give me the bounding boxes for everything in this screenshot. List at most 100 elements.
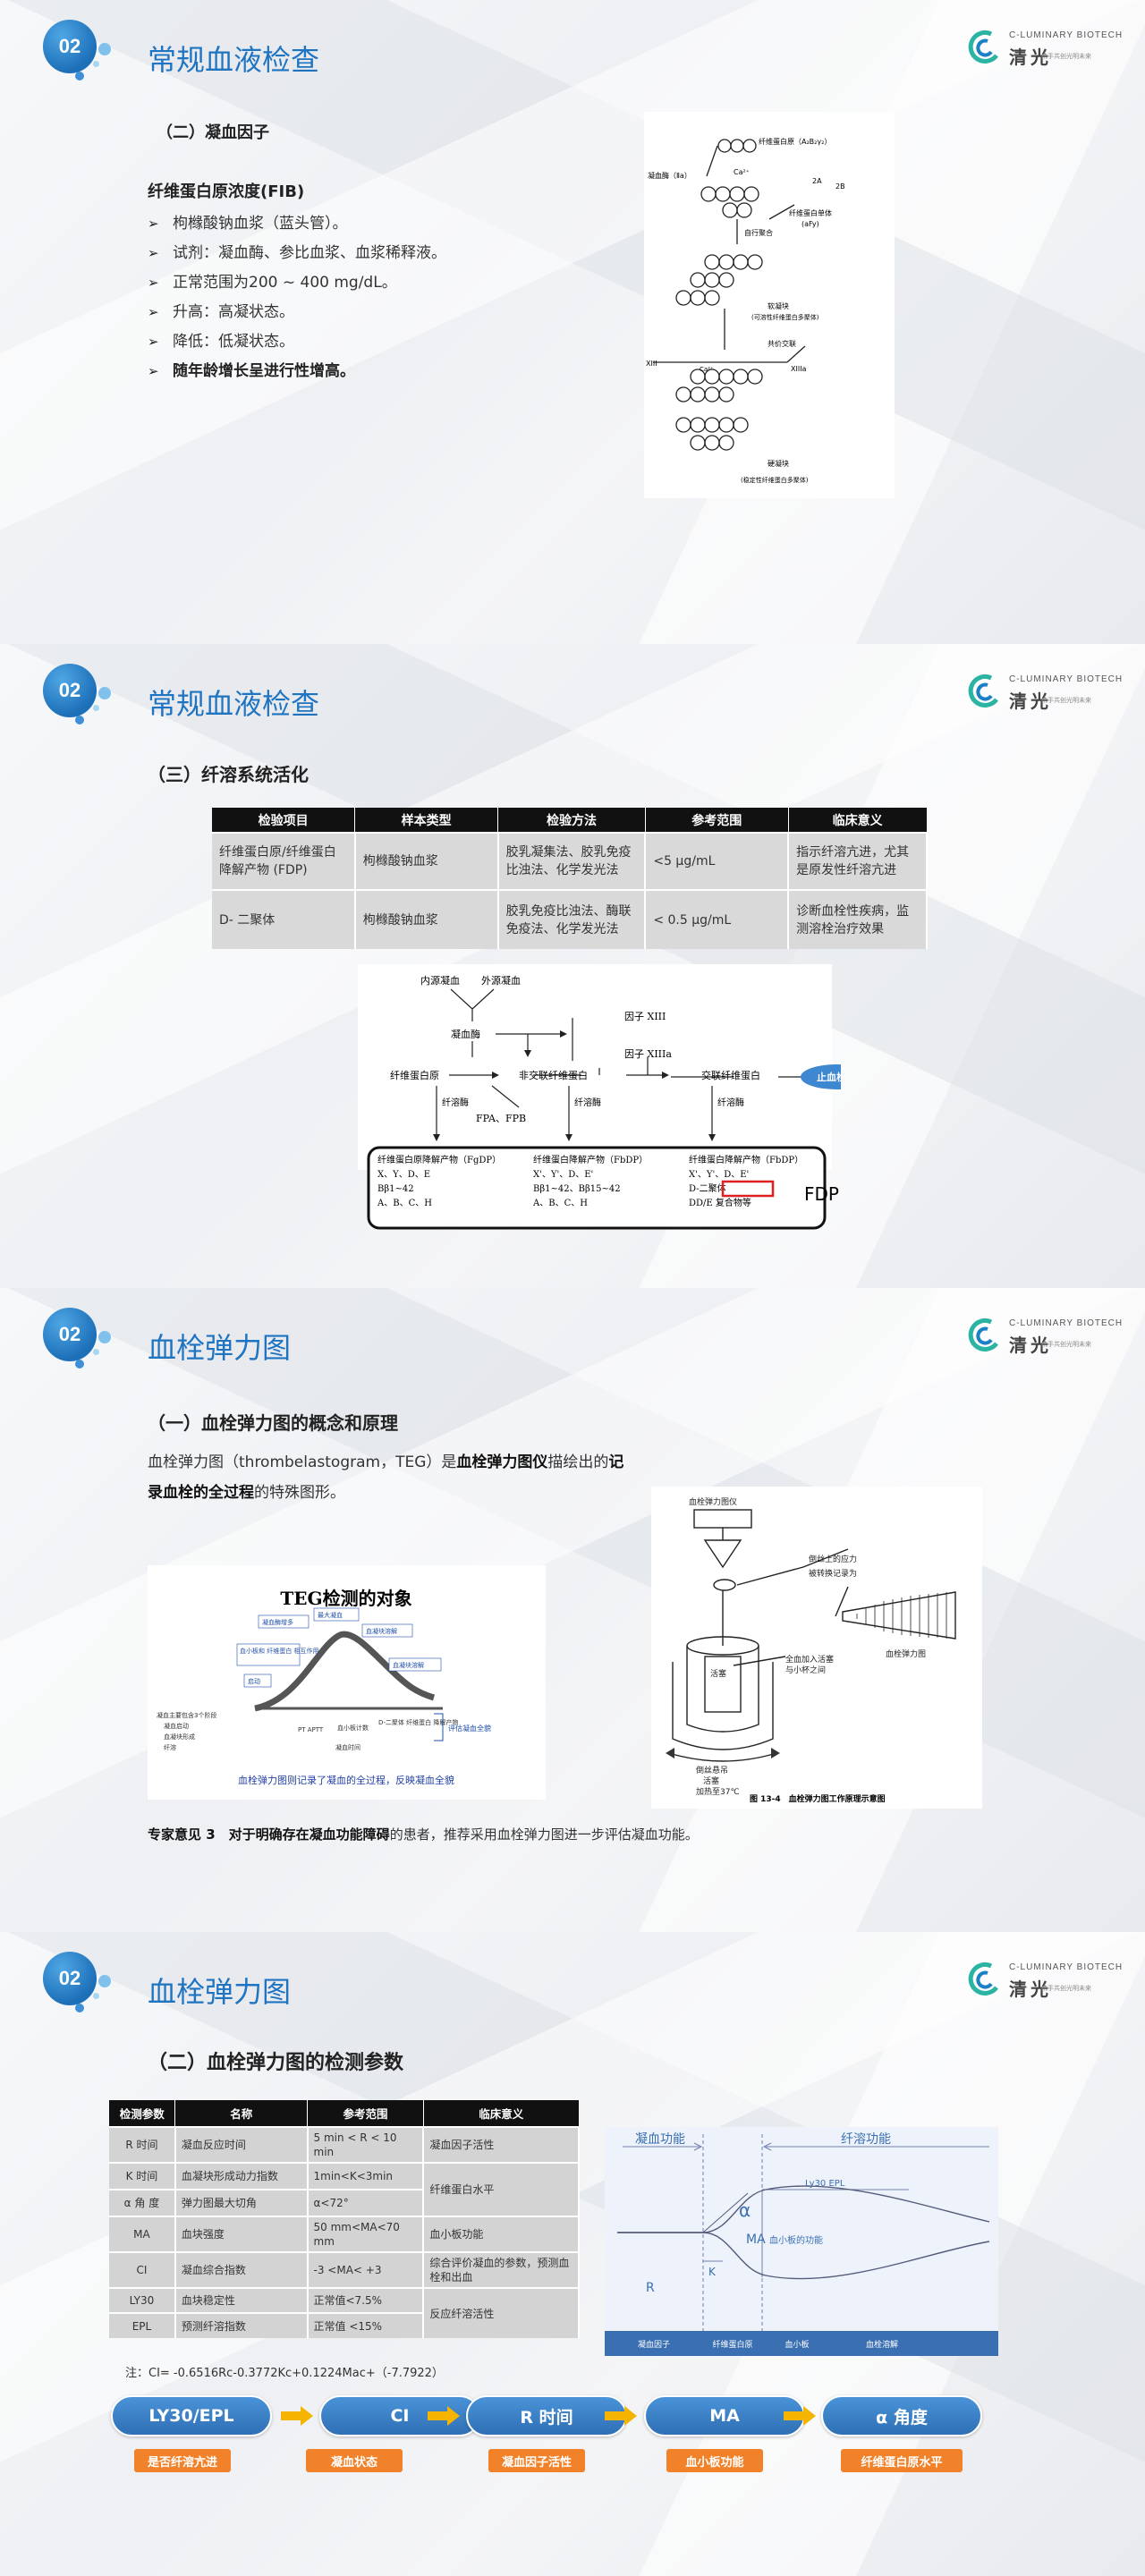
teg-bottom: 血小板计数 xyxy=(337,1724,369,1732)
cell: 预测纤溶指数 xyxy=(174,2312,309,2338)
dg-col2: 纤维蛋白降解产物（FbDP） xyxy=(533,1154,648,1165)
dg-plasmin: 纤溶酶 xyxy=(717,1097,744,1108)
cell: MA xyxy=(109,2216,176,2252)
cell: 血小板功能 xyxy=(423,2216,580,2252)
curve-ma: MA xyxy=(746,2233,766,2247)
fig-soft-clot: 软凝块 xyxy=(768,301,789,310)
subheading: （一）血栓弹力图的概念和原理 xyxy=(148,1412,398,1434)
logo-en: C-LUMINARY BIOTECH xyxy=(1009,1962,1124,1972)
fig-top-label: 纤维蛋白原（A₂B₂γ₂） xyxy=(759,137,831,146)
logo-mark-icon xyxy=(968,1318,999,1352)
flow-tag: 凝血因子活性 xyxy=(488,2449,585,2472)
app-lbl: 加热至37℃ xyxy=(696,1786,740,1797)
teg-apparatus-figure: 血栓弹力图仪 倒丝上的应力 被转换记录为 血栓弹力图 全血加入活塞 与小杯之间 … xyxy=(651,1487,982,1809)
intro-bold: 血栓弹力图仪 xyxy=(456,1453,548,1471)
intro-text: 的特殊图形。 xyxy=(254,1484,345,1502)
teg-bottom: 凝血时间 xyxy=(335,1743,360,1751)
fig-monomer-sub: (aFy) xyxy=(802,220,819,228)
flow-tag: 凝血状态 xyxy=(306,2449,403,2472)
fig-hard-clot: 硬凝块 xyxy=(768,459,789,468)
slide-title: 常规血液检查 xyxy=(148,43,320,77)
ci-formula-note: 注：CI= -0.6516Rc-0.3772Kc+0.1224Mac+（-7.7… xyxy=(125,2367,444,2380)
intro-text: 血栓弹力图（thrombelastogram，TEG）是 xyxy=(148,1453,457,1471)
logo-tagline: 携手共创光明未来 xyxy=(1041,1985,1091,1992)
cell: 综合评价凝血的参数，预测血栓和出血 xyxy=(423,2251,580,2288)
app-lbl: 与小杯之间 xyxy=(785,1665,826,1675)
flow-arrow-icon xyxy=(428,2406,460,2426)
fib-info: 纤维蛋白原浓度(FIB) 枸橼酸钠血浆（蓝头管）。 试剂：凝血酶、参比血浆、血浆… xyxy=(148,179,523,386)
section-number: 02 xyxy=(43,1952,97,2005)
teg-lbl: 凝血酶增多 xyxy=(262,1618,293,1626)
logo-cn: 清光 xyxy=(1009,691,1052,712)
table-row: R 时间 凝血反应时间 5 min < R < 10 min 凝血因子活性 xyxy=(109,2126,580,2163)
dg-noncross: 非交联纤维蛋白 xyxy=(519,1069,588,1081)
cell: α 角 度 xyxy=(109,2189,176,2216)
teg-side: 评估凝血全貌 xyxy=(448,1724,491,1733)
slide-fibrinolysis: 02 常规血液检查 C-LUMINARY BIOTECH 清光 携手共创光明未来… xyxy=(0,644,1145,1288)
section-number: 02 xyxy=(43,20,97,73)
logo-tagline: 携手共创光明未来 xyxy=(1041,1341,1091,1348)
dg-col2: Bβ1~42、Bβ15~42 xyxy=(533,1184,621,1194)
table-row: α 角 度 弹力图最大切角 α<72° xyxy=(109,2189,579,2216)
fig-fpb: 2B xyxy=(835,182,845,191)
teg-curve-figure: 凝血因子 纤维蛋白原 血小板 血栓溶解 凝血功能 纤溶功能 α Ly30 EPL… xyxy=(605,2127,998,2356)
curve-alpha: α xyxy=(739,2199,751,2221)
dg-plasmin: 纤溶酶 xyxy=(442,1097,469,1108)
subheading: （二）血栓弹力图的检测参数 xyxy=(148,2052,404,2074)
flow-tag: 是否纤溶亢进 xyxy=(134,2449,231,2472)
app-lbl: 全血加入活塞 xyxy=(785,1654,834,1665)
cell: < 0.5 μg/mL xyxy=(645,889,790,949)
logo-cn: 清光 xyxy=(1009,47,1052,68)
teg-lbl: 血凝块溶解 xyxy=(366,1627,397,1635)
section-badge: 02 xyxy=(36,1952,111,2014)
table-row: 纤维蛋白原/纤维蛋白降解产物 (FDP) 枸橼酸钠血浆 胶乳凝集法、胶乳免疫比浊… xyxy=(212,832,928,890)
cell: 1min<K<3min xyxy=(307,2162,425,2190)
teg-title: TEG检测的对象 xyxy=(280,1588,411,1609)
flow-pill-ma: MA xyxy=(644,2395,805,2436)
expert-text: 的患者，推荐采用血栓弹力图进一步评估凝血功能。 xyxy=(389,1826,699,1843)
col-header: 参考范围 xyxy=(307,2100,424,2127)
app-lbl: 被转换记录为 xyxy=(809,1568,857,1579)
curve-band: 纤维蛋白原 xyxy=(712,2339,752,2350)
teg-note: 纤溶 xyxy=(164,1743,176,1751)
curve-r: R xyxy=(646,2281,655,2295)
dg-col1: A、B、C、H xyxy=(377,1199,432,1208)
company-logo: C-LUMINARY BIOTECH 清光 携手共创光明未来 xyxy=(966,27,1122,73)
cell: K 时间 xyxy=(109,2162,176,2190)
fib-item: 降低：低凝状态。 xyxy=(148,327,523,357)
app-lbl: 活塞 xyxy=(703,1775,719,1786)
dg-intrinsic: 内源凝血 xyxy=(420,974,460,987)
app-lbl: 活塞 xyxy=(710,1668,726,1679)
cell: 凝血综合指数 xyxy=(174,2251,309,2288)
cell: 5 min < R < 10 min xyxy=(307,2126,425,2163)
flow-arrow-icon xyxy=(605,2406,637,2426)
teg-lbl: 启动 xyxy=(248,1677,260,1685)
curve-ly30: Ly30 EPL xyxy=(805,2179,845,2189)
col-header: 检验方法 xyxy=(497,808,646,833)
company-logo: C-LUMINARY BIOTECH 清光 携手共创光明未来 xyxy=(966,671,1122,717)
teg-lbl: 最大凝血 xyxy=(318,1611,343,1619)
flow-pill-r: R 时间 xyxy=(466,2395,627,2436)
dg-col1: 纤维蛋白原降解产物（FgDP） xyxy=(377,1154,501,1165)
teg-caption: 血栓弹力图则记录了凝血的全过程，反映凝血全貌 xyxy=(238,1774,454,1786)
table-row: EPL 预测纤溶指数 正常值 <15% xyxy=(109,2312,579,2338)
intro-bold: 记录血栓的全过程 xyxy=(148,1453,624,1502)
cell: 枸橼酸钠血浆 xyxy=(354,832,499,890)
logo-mark-icon xyxy=(968,674,999,708)
dg-fdp: FDP xyxy=(804,1183,839,1205)
col-header: 临床意义 xyxy=(788,808,928,833)
fibrinolysis-table: 检验项目 样本类型 检验方法 参考范围 临床意义 纤维蛋白原/纤维蛋白降解产物 … xyxy=(212,808,928,949)
subheading: （三）纤溶系统活化 xyxy=(148,764,309,785)
app-lbl: 倒丝上的应力 xyxy=(809,1554,857,1564)
slide-title: 常规血液检查 xyxy=(148,687,320,721)
cell: 正常值 <15% xyxy=(307,2312,425,2338)
fig-ca2: Ca²⁺ xyxy=(700,366,714,373)
cell: <5 μg/mL xyxy=(645,832,790,890)
dg-extrinsic: 外源凝血 xyxy=(481,974,521,987)
col-header: 名称 xyxy=(174,2100,308,2127)
dg-factor13: 因子 XIII xyxy=(624,1011,666,1022)
cell: D- 二聚体 xyxy=(212,889,356,949)
slide-teg-parameters: 02 血栓弹力图 C-LUMINARY BIOTECH 清光 携手共创光明未来 … xyxy=(0,1932,1145,2576)
fibrin-polymerization-figure: 纤维蛋白原（A₂B₂γ₂） 凝血酶（Ⅱa） Ca²⁺ 2A 2B 纤维蛋白单体 … xyxy=(644,112,895,498)
cell: 血凝块形成动力指数 xyxy=(174,2162,309,2190)
